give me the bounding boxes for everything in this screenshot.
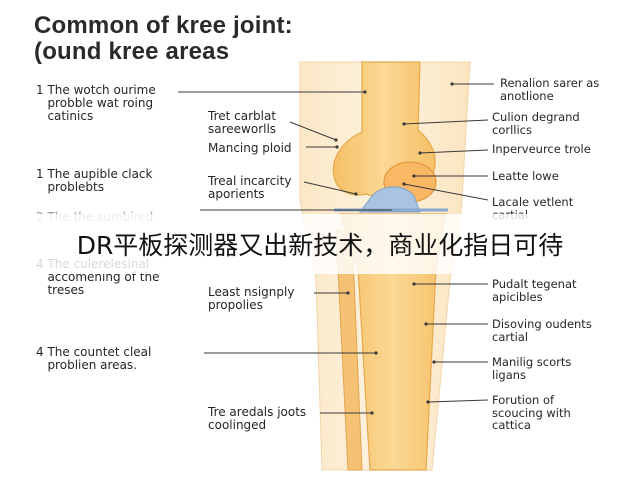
right-label-4: Leatte lowe: [492, 169, 559, 183]
right-label-9: Forution of scoucing with cattica: [492, 393, 571, 432]
right-label-7: Disoving oudents cartial: [492, 317, 592, 344]
leader-line: [403, 183, 489, 201]
right-label-1: Renalion sarer as anotlione: [500, 76, 600, 103]
diagram-title-line2: (ound kree areas: [34, 38, 230, 65]
inner-label-1: Tret carblat sareeworlls: [208, 109, 277, 136]
leader-lines: [178, 83, 494, 414]
right-label-8: Manilig scorts ligans: [492, 355, 572, 382]
overlay-banner-text: DR平板探测器又出新技术，商业化指日可待: [76, 231, 564, 260]
diagram-title-line1: Common of kree joint:: [34, 12, 293, 39]
right-label-2: Culion degrand corllics: [492, 110, 580, 137]
right-label-6: Pudalt tegenat apicibles: [492, 277, 577, 304]
leader-line: [427, 399, 489, 403]
overlay-banner: [0, 214, 640, 274]
leader-line: [303, 181, 357, 195]
inner-label-4: Least nsignply propolies: [208, 285, 295, 312]
leader-line: [403, 119, 489, 125]
inner-label-5: Tre aredals joots coolinged: [208, 405, 307, 432]
leader-line: [419, 149, 489, 154]
inner-label-2: Mancing ploid: [208, 141, 292, 155]
left-label-5: 4 The countet cleal problien areas.: [36, 345, 152, 372]
leader-dots: [334, 82, 454, 415]
left-label-1: 1 The wotch ourime probble wat roing cat…: [36, 83, 156, 123]
leader-line: [289, 121, 337, 141]
left-label-2: 1 The aupible clack problebts: [36, 167, 153, 194]
inner-label-3: Treal incarcity aporients: [208, 174, 292, 201]
right-label-3: Inperveurce trole: [492, 142, 591, 156]
